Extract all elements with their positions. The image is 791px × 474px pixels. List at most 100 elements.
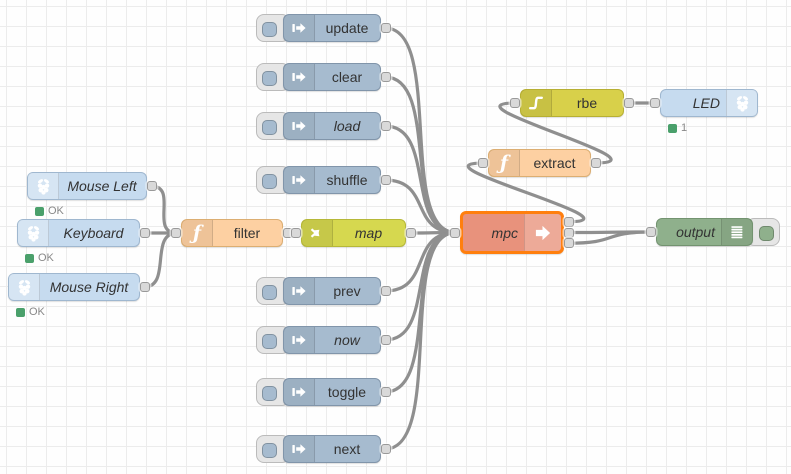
node-label: LED: [692, 95, 720, 111]
raspberry-icon: [28, 173, 59, 199]
node-update[interactable]: update: [283, 14, 391, 42]
swap-arrows-icon: [302, 220, 333, 246]
inject-arrow-icon: [284, 167, 315, 193]
button-face[interactable]: [262, 385, 277, 401]
node-prev[interactable]: prev: [283, 277, 391, 305]
output-port-0[interactable]: [381, 335, 391, 345]
output-port-1[interactable]: [564, 227, 574, 238]
node-label: prev: [333, 283, 361, 299]
wire-mpc-to-output[interactable]: [566, 230, 654, 245]
wire-mouse-left-to-filter[interactable]: [149, 184, 179, 235]
node-label: map: [354, 225, 383, 241]
button-face[interactable]: [262, 70, 277, 86]
node-keyboard[interactable]: Keyboard: [17, 219, 150, 247]
node-rbe[interactable]: rbe: [510, 89, 634, 117]
inject-arrow-icon: [284, 15, 315, 41]
output-port-0[interactable]: [140, 282, 150, 292]
input-port[interactable]: [646, 227, 656, 237]
output-port-0[interactable]: [381, 72, 391, 82]
wire-update-to-mpc[interactable]: [383, 26, 458, 235]
node-map[interactable]: map: [291, 219, 416, 247]
wire-shuffle-to-mpc[interactable]: [383, 178, 458, 235]
node-status: OK: [25, 252, 54, 264]
inject-arrow-icon: [284, 113, 315, 139]
wire-next-to-mpc[interactable]: [383, 230, 458, 451]
node-label: clear: [331, 69, 363, 85]
button-face[interactable]: [262, 173, 277, 189]
node-label: Mouse Left: [67, 178, 137, 194]
output-port-0[interactable]: [381, 444, 391, 454]
output-port-0[interactable]: [381, 23, 391, 33]
function-f-glyph: ƒ: [192, 221, 202, 244]
status-text: OK: [48, 205, 64, 217]
node-toggle[interactable]: toggle: [283, 378, 391, 406]
node-output[interactable]: output: [646, 218, 753, 246]
node-status: OK: [35, 205, 64, 217]
output-port-0[interactable]: [591, 158, 601, 168]
status-text: OK: [38, 252, 54, 264]
output-port-2[interactable]: [564, 238, 574, 249]
button-face[interactable]: [262, 333, 277, 349]
inject-arrow-icon: [284, 327, 315, 353]
node-now[interactable]: now: [283, 326, 391, 354]
wire-extract-to-rbe[interactable]: [498, 101, 613, 165]
inject-arrow-icon: [284, 436, 315, 462]
input-port[interactable]: [171, 228, 181, 238]
function-f-icon: ƒ: [182, 220, 213, 246]
button-face[interactable]: [759, 225, 774, 241]
input-port[interactable]: [650, 98, 660, 108]
node-clear[interactable]: clear: [283, 63, 391, 91]
raspberry-icon: [18, 220, 49, 246]
output-port-0[interactable]: [147, 181, 157, 191]
input-port[interactable]: [510, 98, 520, 108]
inject-arrow-icon: [284, 64, 315, 90]
output-port-0[interactable]: [406, 228, 416, 238]
node-label: update: [325, 20, 369, 36]
output-port-0[interactable]: [140, 228, 150, 238]
node-label: Keyboard: [63, 225, 124, 241]
wire-mpc-to-extract[interactable]: [466, 161, 586, 224]
output-port-0[interactable]: [564, 216, 574, 227]
node-load[interactable]: load: [283, 112, 391, 140]
node-label: load: [333, 118, 361, 134]
node-led[interactable]: LED: [650, 89, 758, 117]
input-port[interactable]: [478, 158, 488, 168]
output-port-0[interactable]: [624, 98, 634, 108]
node-label: filter: [233, 225, 261, 241]
raspberry-icon: [726, 90, 757, 116]
node-status: 1: [668, 122, 687, 134]
wire-toggle-to-mpc[interactable]: [383, 230, 458, 394]
node-mouse-right[interactable]: Mouse Right: [8, 273, 150, 301]
button-face[interactable]: [262, 442, 277, 458]
node-label: output: [676, 224, 715, 240]
wire-load-to-mpc[interactable]: [383, 124, 458, 235]
output-port-0[interactable]: [381, 121, 391, 131]
node-shuffle[interactable]: shuffle: [283, 166, 391, 194]
output-port-0[interactable]: [381, 175, 391, 185]
input-port[interactable]: [291, 228, 301, 238]
raspberry-icon: [9, 274, 40, 300]
node-next[interactable]: next: [283, 435, 391, 463]
output-port-0[interactable]: [381, 286, 391, 296]
button-face[interactable]: [262, 21, 277, 37]
node-mouse-left[interactable]: Mouse Left: [27, 172, 157, 200]
output-port-0[interactable]: [381, 387, 391, 397]
button-face[interactable]: [262, 119, 277, 135]
wire-mouse-right-to-filter[interactable]: [142, 231, 179, 289]
node-label: extract: [533, 155, 576, 171]
node-label: shuffle: [326, 172, 368, 188]
status-dot: [668, 123, 677, 133]
node-label: toggle: [327, 384, 367, 400]
node-label: Mouse Right: [49, 279, 129, 295]
button-face[interactable]: [262, 284, 277, 300]
node-mpc[interactable]: mpc: [450, 211, 574, 254]
node-label: rbe: [576, 95, 598, 111]
status-text: 1: [681, 122, 688, 134]
input-port[interactable]: [450, 227, 460, 238]
inject-arrow-icon: [284, 278, 315, 304]
node-filter[interactable]: ƒ filter: [171, 219, 293, 247]
big-arrow-icon: [524, 214, 561, 251]
